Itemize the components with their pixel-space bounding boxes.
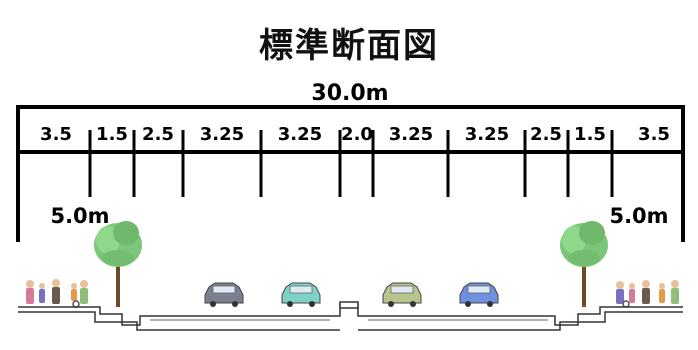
total-width-label: 30.0m bbox=[311, 81, 388, 106]
car bbox=[459, 282, 499, 307]
segment-ticks bbox=[88, 130, 614, 197]
segment-label: 2.5 bbox=[530, 124, 562, 145]
segment-label: 3.25 bbox=[465, 124, 509, 145]
right-setback-label: 5.0m bbox=[609, 204, 668, 228]
segment-label: 3.5 bbox=[40, 124, 72, 145]
left-sidewalk-people bbox=[26, 279, 88, 308]
segment-label: 2.5 bbox=[142, 124, 174, 145]
segment-label: 3.25 bbox=[278, 124, 322, 145]
left-tree bbox=[94, 221, 142, 307]
right-tree bbox=[560, 221, 608, 307]
left-setback-label: 5.0m bbox=[50, 204, 109, 228]
car bbox=[204, 282, 244, 307]
segment-label: 2.0 bbox=[341, 124, 373, 145]
segment-label: 3.5 bbox=[638, 124, 670, 145]
right-sidewalk-people bbox=[616, 280, 679, 308]
segment-label: 1.5 bbox=[96, 124, 128, 145]
segment-labels: 3.5 1.5 2.5 3.25 3.25 2.0 3.25 3.25 2.5 … bbox=[40, 124, 670, 145]
vehicles bbox=[204, 282, 499, 307]
car bbox=[382, 282, 422, 307]
segment-label: 3.25 bbox=[389, 124, 433, 145]
segment-label: 3.25 bbox=[200, 124, 244, 145]
road-cross-section bbox=[18, 301, 683, 331]
car bbox=[281, 282, 321, 307]
diagram-title: 標準断面図 bbox=[259, 26, 439, 66]
segment-label: 1.5 bbox=[574, 124, 606, 145]
